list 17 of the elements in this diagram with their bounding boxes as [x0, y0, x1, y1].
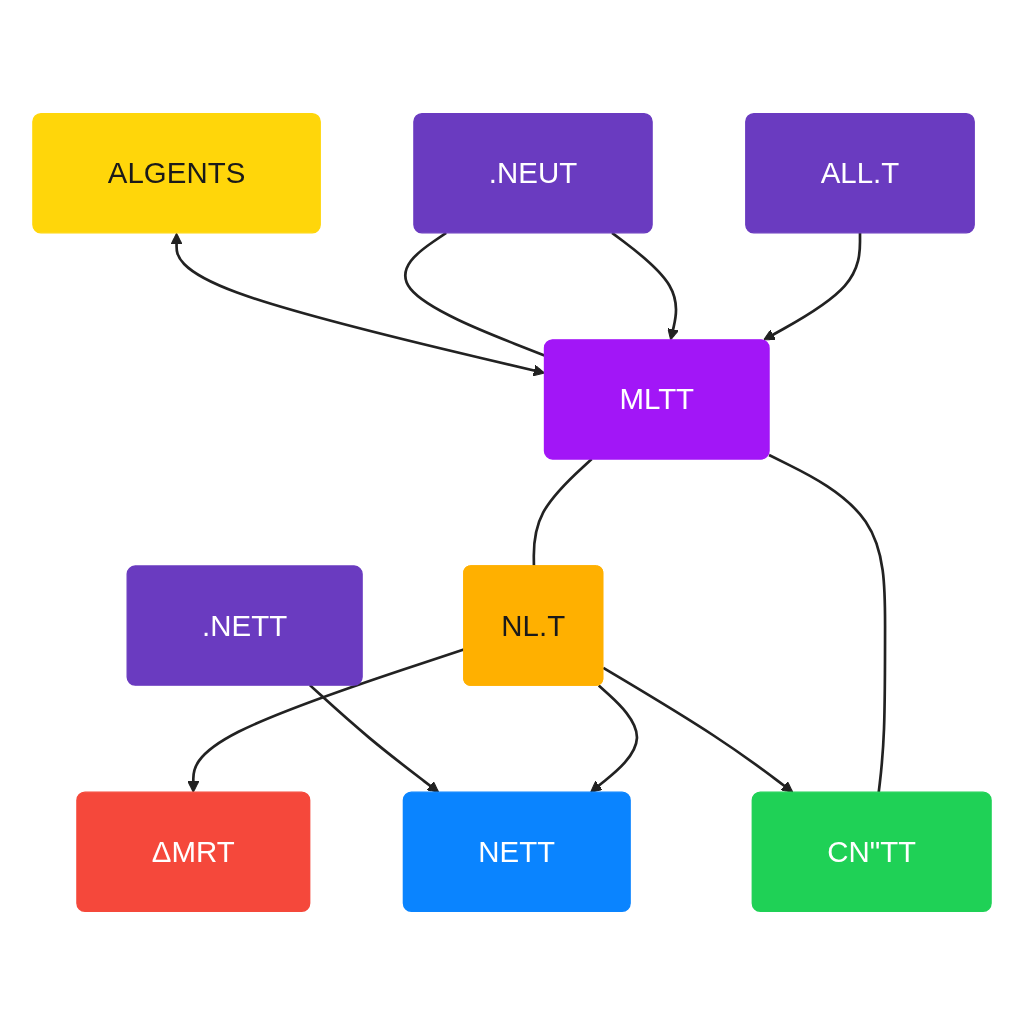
arrow	[308, 683, 440, 793]
connector	[532, 457, 593, 567]
node-box: CN"TT	[751, 791, 992, 912]
node-box: .NETT	[126, 564, 363, 686]
node-box: .NEUT	[413, 112, 653, 233]
connector	[404, 231, 545, 357]
node-box: NETT	[402, 791, 631, 912]
arrow	[602, 666, 794, 793]
connector	[768, 453, 887, 792]
arrow	[170, 232, 545, 376]
node-box: ALGENTS	[32, 112, 321, 233]
node-box: ALL.T	[745, 112, 975, 233]
arrow	[763, 232, 862, 340]
node-box: MLTT	[543, 338, 770, 460]
node-box: ΔMRT	[76, 791, 311, 912]
arrow	[611, 231, 679, 340]
arrow	[590, 683, 639, 793]
